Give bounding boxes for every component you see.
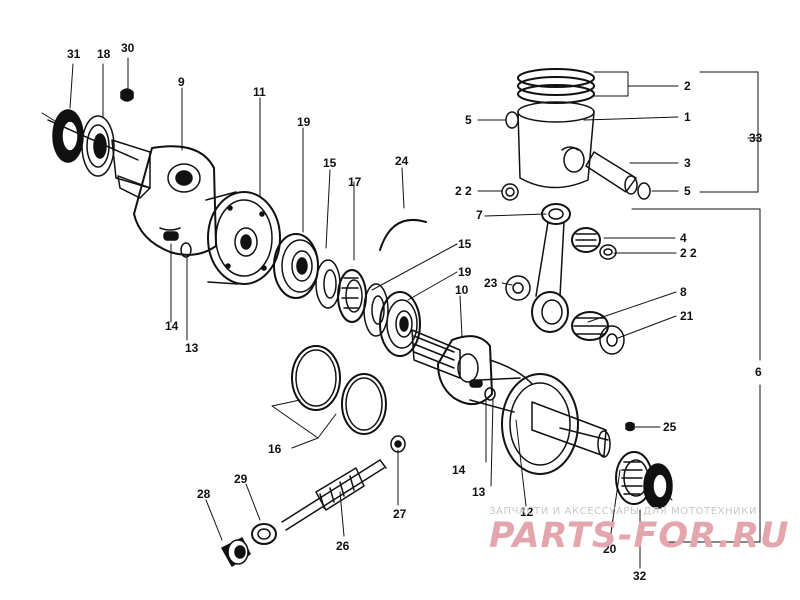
callout-21: 21 [680, 309, 694, 323]
part-11-crank-flywheel-left [205, 191, 281, 285]
part-30-key [120, 88, 134, 102]
callout-29: 29 [234, 472, 248, 486]
part-13-washer-right [484, 387, 496, 401]
part-26-shaft [281, 459, 387, 531]
callout-7: 7 [476, 208, 483, 222]
callout-1: 1 [684, 110, 691, 124]
callout-18: 18 [97, 47, 111, 61]
callout-25: 25 [663, 420, 677, 434]
callout-30: 30 [121, 41, 135, 55]
part-5-clip-right [637, 182, 651, 200]
callout-19-upper: 19 [297, 115, 311, 129]
callout-16: 16 [268, 442, 282, 456]
callout-13-left: 13 [185, 341, 199, 355]
part-9-left-crank-shaft [47, 119, 151, 199]
part-7-connecting-rod [531, 203, 571, 333]
part-15-spacer-upper [315, 259, 341, 309]
callout-4: 4 [680, 231, 687, 245]
callout-22-right: 2 2 [680, 246, 697, 260]
part-10-right-crank-shaft [411, 329, 461, 379]
callout-14-right: 14 [452, 463, 466, 477]
part-9-left-crank-web [133, 145, 217, 256]
watermark-brand-logo: PARTS-FOR.RU [489, 516, 790, 556]
callout-10: 10 [455, 283, 469, 297]
part-14-crank-pin-left [163, 231, 179, 241]
callout-17: 17 [348, 175, 362, 189]
part-3-piston-pin [585, 151, 638, 195]
part-22-thrust-washer-right [599, 244, 617, 260]
part-31-oil-seal [52, 109, 84, 163]
callout-32: 32 [633, 569, 647, 583]
part-24-circlip [379, 218, 427, 251]
part-28-end-nut [221, 537, 251, 567]
callout-9: 9 [178, 75, 185, 89]
callout-12: 12 [520, 505, 534, 519]
part-21-thrust-washer [599, 325, 625, 355]
part-14-crank-pin-right [469, 379, 483, 388]
callout-14-left: 14 [165, 319, 179, 333]
callout-8: 8 [680, 285, 687, 299]
part-5-clip-left [505, 111, 519, 129]
watermark-tagline: ЗАПЧАСТИ И АКСЕССУАРЫ ДЛЯ МОТОТЕХНИКИ [489, 506, 758, 517]
callout-5-left: 5 [465, 113, 472, 127]
part-18-bearing [81, 115, 115, 177]
part-29-gear-washer [251, 523, 277, 545]
callout-19-lower: 19 [458, 265, 472, 279]
callout-33: 33 [749, 131, 763, 145]
callout-15-lower: 15 [458, 237, 472, 251]
callout-13-right: 13 [472, 485, 486, 499]
callout-28: 28 [197, 487, 211, 501]
part-19-main-bearing-lower [379, 291, 421, 357]
part-2-piston-rings [517, 68, 595, 104]
part-27-washer [390, 435, 406, 453]
part-25-key [625, 421, 635, 432]
callout-15-upper: 15 [323, 156, 337, 170]
callout-3: 3 [684, 156, 691, 170]
callout-26: 26 [336, 539, 350, 553]
callout-2: 2 [684, 79, 691, 93]
part-19-main-bearing-upper [273, 233, 319, 299]
callout-11: 11 [253, 85, 266, 99]
part-1-piston [517, 101, 595, 189]
callout-22-left: 2 2 [455, 184, 472, 198]
part-16-ring-set [291, 345, 387, 435]
callout-5-right: 5 [684, 184, 691, 198]
callout-31: 31 [67, 47, 81, 61]
callout-6: 6 [755, 365, 762, 379]
callout-20: 20 [603, 542, 617, 556]
callout-27: 27 [393, 507, 407, 521]
part-15-spacer-lower [363, 283, 389, 337]
part-22-thrust-washer-left [501, 183, 519, 201]
part-32-oil-seal-right [643, 463, 673, 509]
part-23-washer [505, 275, 531, 301]
part-17-crank-seal [337, 269, 367, 323]
callout-23: 23 [484, 276, 498, 290]
part-10-right-crank-web [437, 335, 493, 405]
callout-24: 24 [395, 154, 409, 168]
part-13-washer-left [180, 242, 192, 258]
part-4-needle-bearing-small [571, 227, 601, 253]
part-12-crank-flywheel-right [469, 359, 611, 475]
part-8-needle-bearing-big [571, 311, 609, 341]
